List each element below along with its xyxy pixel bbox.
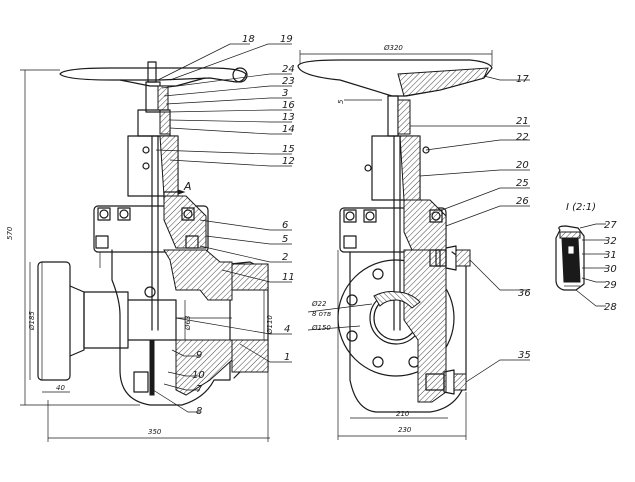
part-label-25: 25 (516, 178, 529, 189)
fitting-36 (429, 245, 471, 271)
dim-flange-right-dia: Ø110 (266, 315, 274, 335)
section-marker-label: A (183, 180, 192, 193)
front-section-view: A 570 Ø185 40 350 Ø63 Ø110 (6, 34, 295, 442)
part-label-1: 1 (284, 352, 290, 363)
part-label-15: 15 (282, 144, 295, 155)
detail-view-label: I (2:1) (566, 202, 596, 213)
part-label-24: 24 (282, 64, 295, 75)
part-label-26: 26 (516, 196, 529, 207)
detail-view-i: I (2:1) 27 32 31 30 29 28 (555, 202, 617, 313)
part-label-7: 7 (196, 384, 203, 395)
part-label-27: 27 (604, 220, 617, 231)
valve-body-side (337, 249, 467, 413)
part-label-17: 17 (516, 74, 529, 85)
dim-bore-dia: Ø63 (184, 316, 192, 331)
dim-overall-height: 570 (6, 226, 14, 240)
part-label-19: 19 (280, 34, 293, 45)
part-label-10: 10 (192, 370, 205, 381)
part-label-18: 18 (242, 34, 255, 45)
part-label-23: 23 (282, 76, 295, 87)
side-dimensions: Ø22 8 отв Ø150 210 230 (307, 250, 467, 440)
dim-base-width-outer: 230 (398, 426, 412, 434)
dim-base-width-inner: 210 (396, 410, 410, 418)
part-label-22: 22 (516, 132, 529, 143)
handwheel-side: Ø320 5 (297, 44, 493, 104)
part-label-29: 29 (604, 280, 617, 291)
part-label-16: 16 (282, 100, 295, 111)
bonnet-side (339, 199, 447, 253)
dim-flange-left-dia: Ø185 (28, 311, 36, 331)
part-label-28: 28 (604, 302, 617, 313)
part-label-8: 8 (196, 406, 202, 417)
fitting-35 (425, 369, 467, 395)
part-label-20: 20 (516, 160, 529, 171)
dim-flange-left-length: 40 (56, 384, 65, 392)
part-label-13: 13 (282, 112, 295, 123)
dim-overall-width-left: 350 (148, 428, 162, 436)
part-label-12: 12 (282, 156, 295, 167)
part-label-31: 31 (604, 250, 617, 261)
front-leader-lines (149, 43, 292, 413)
section-marker-a: A (163, 180, 192, 201)
side-leader-lines (410, 75, 530, 383)
part-label-30: 30 (604, 264, 617, 275)
front-part-labels: 18 19 24 23 3 16 13 14 15 12 6 5 2 11 4 … (192, 34, 295, 417)
dim-bolt-circle-dia: Ø150 (311, 324, 331, 332)
dim-bolt-hole-dia: Ø22 (311, 300, 327, 308)
dim-gap-s: 5 (337, 99, 345, 104)
part-label-9: 9 (196, 350, 202, 361)
part-label-21: 21 (516, 116, 529, 127)
bonnet-front (93, 195, 209, 268)
part-label-36: 36 (518, 288, 531, 299)
part-label-2: 2 (282, 252, 288, 263)
part-label-6: 6 (282, 220, 288, 231)
part-label-3: 3 (282, 88, 288, 99)
front-dimensions: 570 Ø185 40 350 Ø63 Ø110 (6, 69, 274, 442)
part-label-14: 14 (282, 124, 295, 135)
part-label-32: 32 (604, 236, 617, 247)
part-label-4: 4 (284, 324, 290, 335)
left-flange (37, 261, 129, 381)
part-label-5: 5 (282, 234, 288, 245)
side-part-labels: 17 21 22 20 25 26 36 35 (516, 74, 531, 361)
part-label-35: 35 (518, 350, 531, 361)
part-label-11: 11 (282, 272, 295, 283)
dim-bolt-hole-count: 8 отв (312, 310, 331, 318)
dim-handwheel-dia: Ø320 (383, 44, 403, 52)
stem-yoke-side (364, 95, 430, 331)
valve-body-front (111, 249, 269, 406)
side-section-view: Ø320 5 (297, 44, 531, 440)
